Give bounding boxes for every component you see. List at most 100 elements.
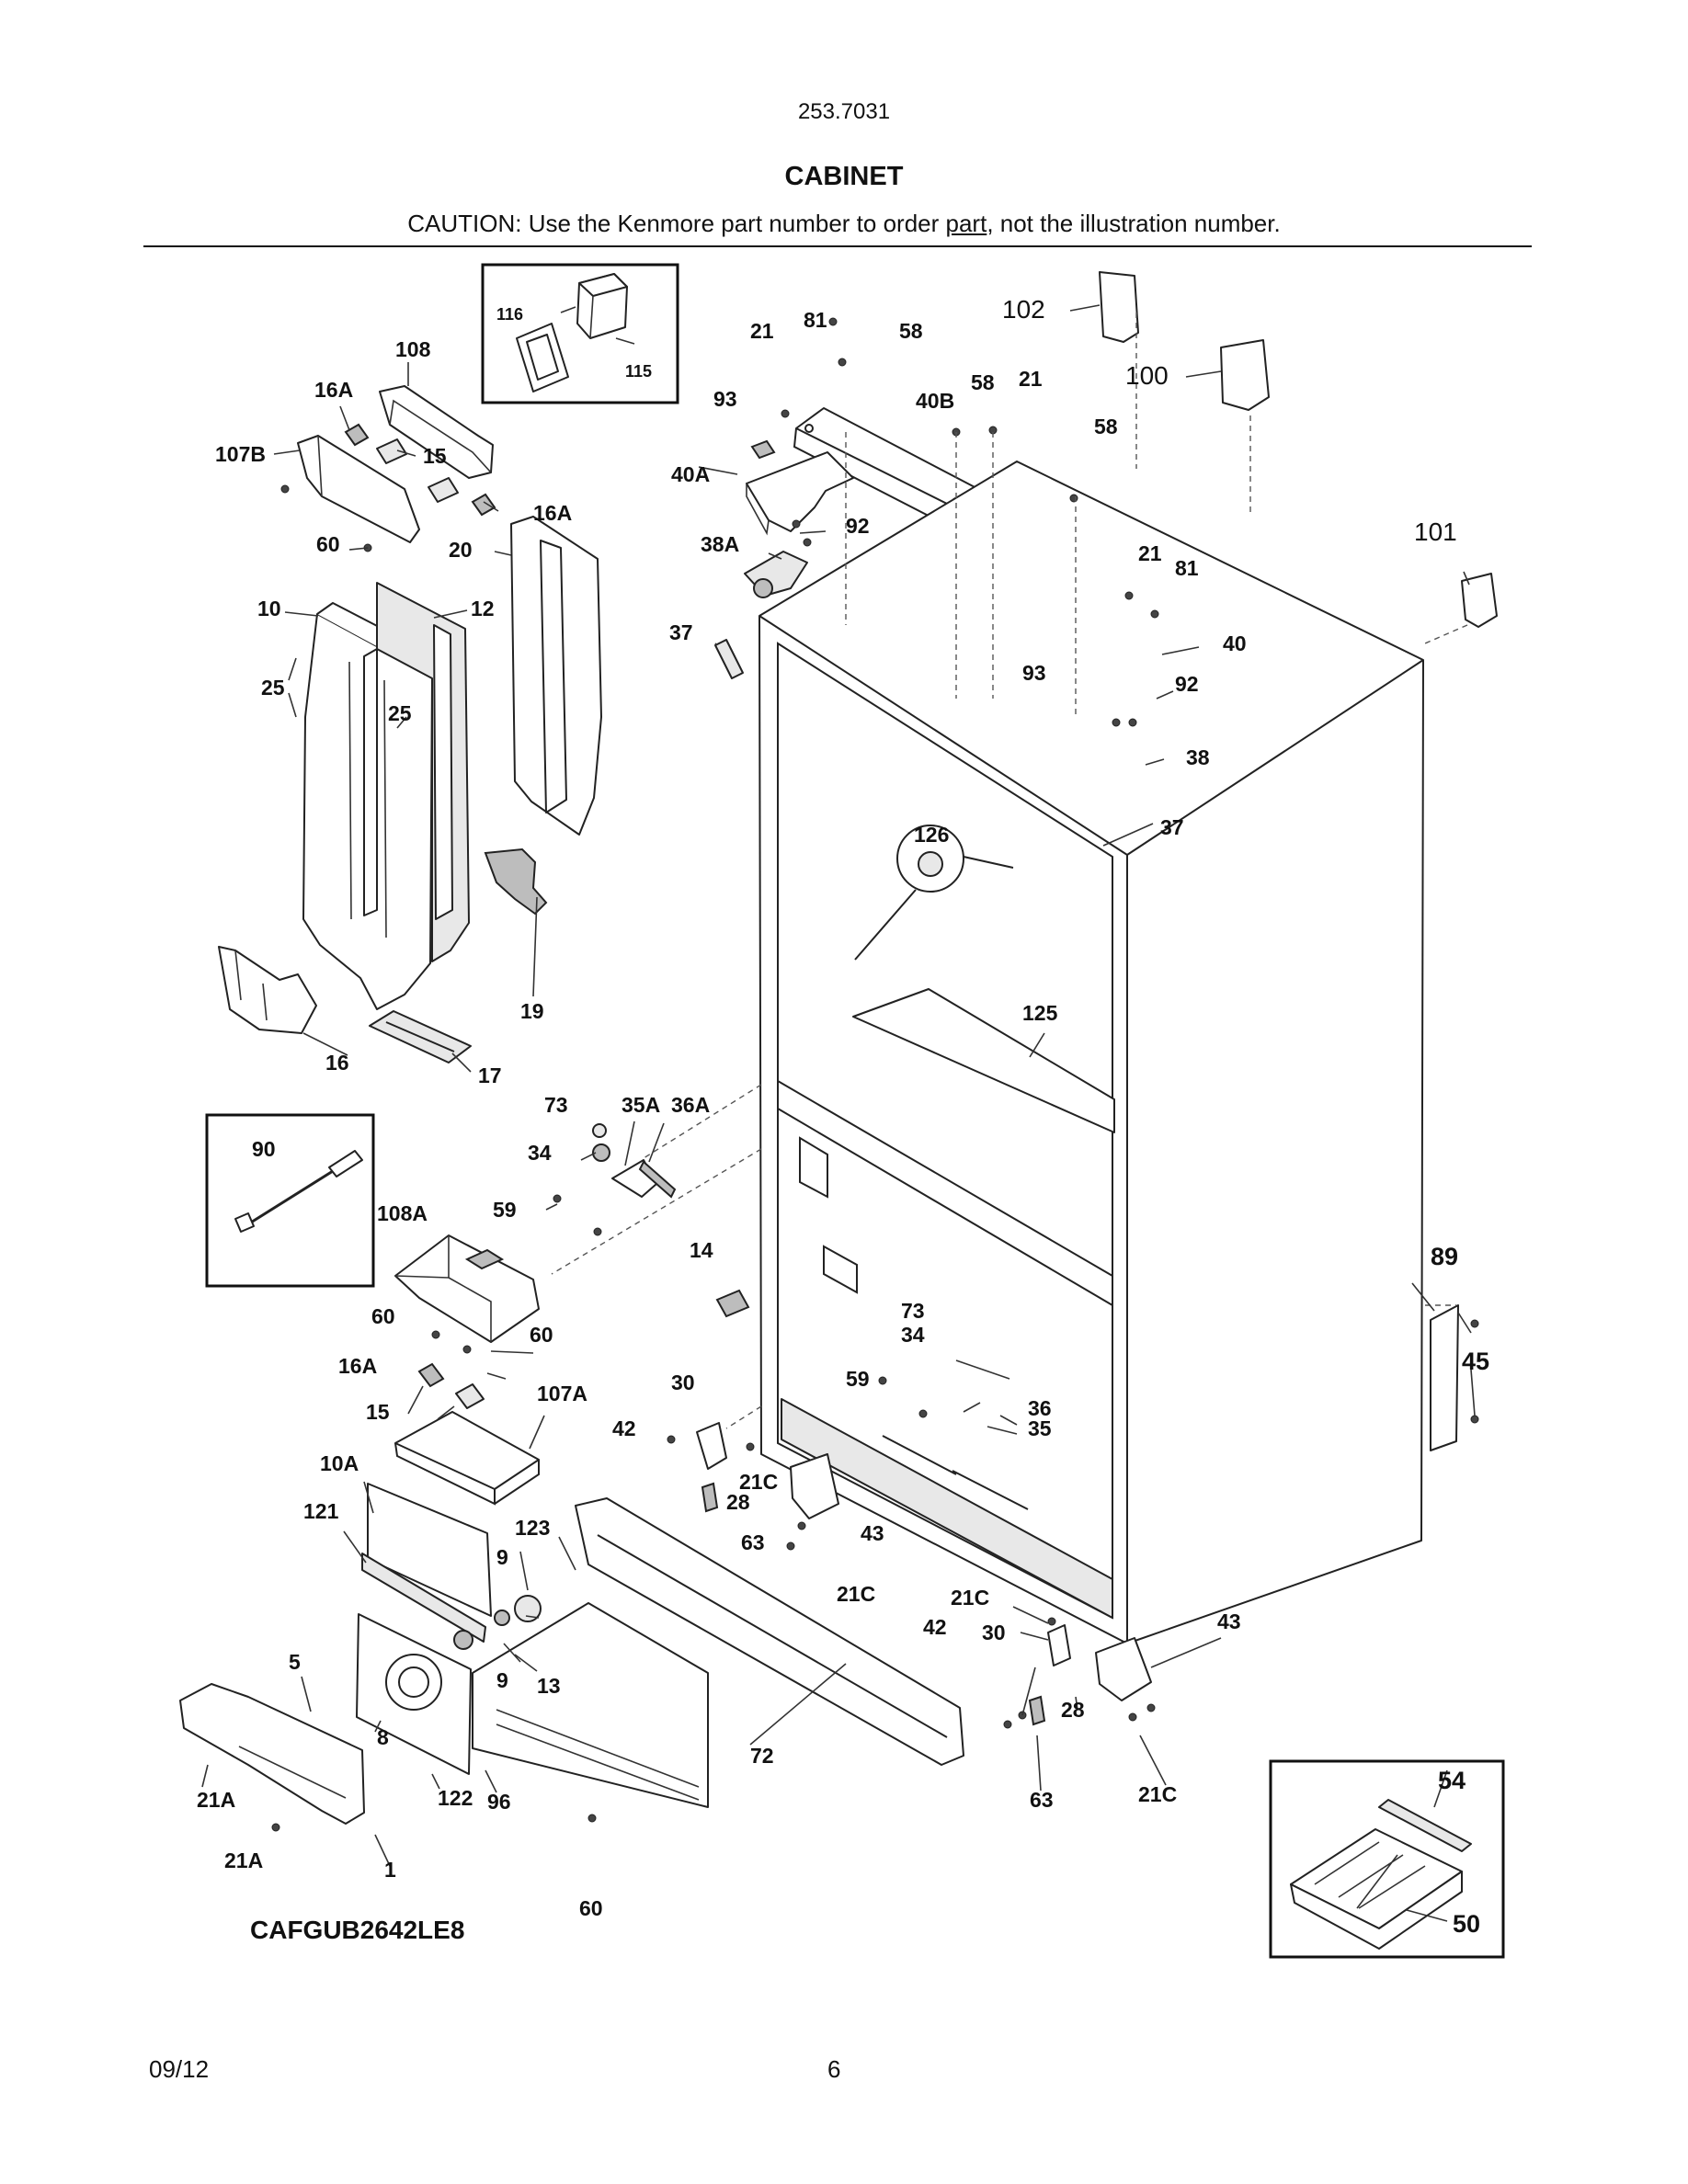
callout-43: 43 [861,1521,884,1545]
callout-60: 60 [316,532,340,556]
sensor-126 [854,825,1014,961]
callout-21: 21 [1019,367,1043,391]
callout-107a: 107A [537,1382,587,1405]
callout-37: 37 [669,620,693,644]
caution-text-end: , not the illustration number. [987,210,1281,237]
callout-58: 58 [971,370,995,394]
callout-9: 9 [496,1668,508,1692]
callout-21c: 21C [951,1586,989,1610]
callout-5: 5 [289,1650,301,1674]
callout-42: 42 [612,1416,636,1440]
callout-121: 121 [303,1499,339,1523]
bracket-89 [1430,1304,1459,1451]
leader-lines [201,304,1476,1922]
inset-box-115-116 [481,263,679,404]
hinge-38a [744,551,808,598]
panel-107a [394,1411,540,1506]
hinge-35a-36a [592,1123,677,1199]
lamp-socket-16a [344,423,496,517]
callout-13: 13 [537,1674,561,1698]
motor-9-13 [453,1595,542,1650]
callout-89: 89 [1431,1243,1458,1270]
callout-81: 81 [804,308,827,332]
callout-96: 96 [487,1790,511,1814]
callout-63: 63 [741,1530,765,1554]
shelf-125 [852,988,1115,1133]
cover-102 [1099,271,1139,343]
callout-16a: 16A [314,378,353,402]
callout-102: 102 [1002,295,1045,324]
hinge-40a [746,451,854,536]
callout-19: 19 [520,999,544,1023]
callout-58: 58 [899,319,923,343]
callout-60: 60 [530,1323,553,1347]
callout-43: 43 [1217,1610,1241,1633]
panel-121 [361,1553,486,1643]
callout-116: 116 [496,305,523,324]
callout-40b: 40B [916,389,954,413]
callout-40: 40 [1223,631,1247,655]
callout-16a: 16A [338,1354,377,1378]
callout-123: 123 [515,1516,550,1540]
caution-note: CAUTION: Use the Kenmore part number to … [0,210,1688,238]
callout-60: 60 [579,1896,603,1920]
callout-1: 1 [384,1858,396,1882]
callout-93: 93 [713,387,737,411]
callout-30: 30 [671,1371,695,1394]
callout-21: 21 [1138,541,1162,565]
callout-25: 25 [388,701,412,725]
damper-14 [715,1289,750,1318]
callout-60: 60 [371,1304,395,1328]
callout-101: 101 [1414,518,1457,546]
callout-81: 81 [1175,556,1199,580]
liner-12 [376,582,470,962]
callout-34: 34 [901,1323,925,1347]
callout-12: 12 [471,597,495,620]
callout-73: 73 [544,1093,568,1117]
callout-125: 125 [1022,1001,1058,1025]
callout-59: 59 [846,1367,870,1391]
caution-part-link[interactable]: part [945,210,987,237]
sensor-90 [234,1150,363,1233]
callout-28: 28 [1061,1698,1085,1722]
callout-15: 15 [366,1400,390,1424]
callout-37: 37 [1160,815,1184,839]
ice-bin-108a [394,1234,540,1343]
callout-21c: 21C [837,1582,875,1606]
callout-108a: 108A [377,1201,428,1225]
model-number: CAFGUB2642LE8 [250,1916,465,1944]
callout-126: 126 [914,823,949,847]
callout-63: 63 [1030,1788,1054,1812]
toe-grille-72 [575,1497,964,1766]
callout-21a: 21A [197,1788,235,1812]
callout-28: 28 [726,1490,750,1514]
callout-54: 54 [1438,1767,1466,1794]
callout-34: 34 [528,1141,552,1165]
callout-21c: 21C [739,1470,778,1494]
callout-14: 14 [690,1238,713,1262]
header-rule [143,245,1532,247]
cover-101 [1461,573,1498,628]
cover-100 [1220,339,1270,411]
callout-16a: 16A [533,501,572,525]
callout-38a: 38A [701,532,739,556]
cover-10a [367,1483,492,1617]
callout-122: 122 [438,1786,473,1810]
fan-panel-122 [356,1613,472,1775]
callout-59: 59 [493,1198,517,1222]
callout-20: 20 [449,538,473,562]
callout-92: 92 [1175,672,1199,696]
callout-10: 10 [257,597,281,620]
callout-115: 115 [625,362,652,381]
callout-42: 42 [923,1615,947,1639]
callout-16: 16 [325,1051,349,1075]
callout-93: 93 [1022,661,1046,685]
callout-10a: 10A [320,1451,359,1475]
lamp-socket-16a-lower [417,1362,485,1409]
drain-pan-5 [179,1683,365,1825]
page-number: 6 [827,2055,841,2083]
callout-21: 21 [750,319,774,343]
callout-21c: 21C [1138,1782,1177,1806]
callout-8: 8 [377,1725,389,1749]
ice-tray-50 [1290,1828,1463,1950]
